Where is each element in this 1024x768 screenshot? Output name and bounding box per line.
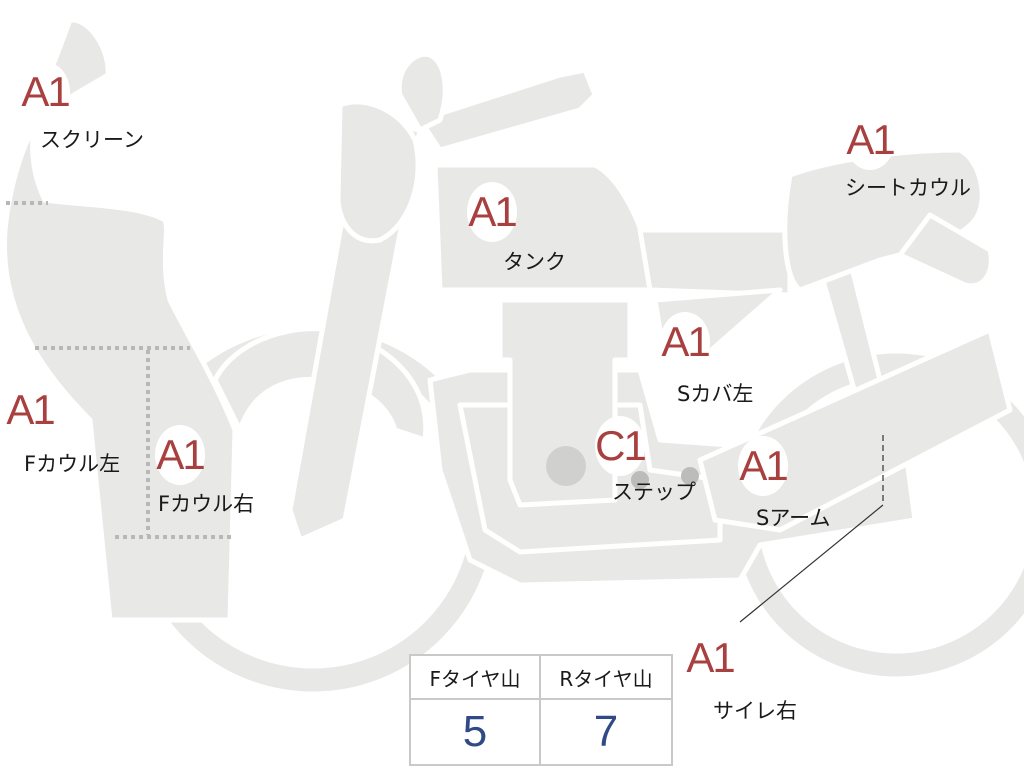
seat-cowl-label: シートカウル — [845, 176, 971, 200]
step-peg — [631, 471, 649, 489]
muffler-right-label: サイレ右 — [713, 699, 797, 723]
tire-tread-table: Fタイヤ山 Rタイヤ山 5 7 — [409, 654, 673, 766]
side-cover-grade: A1 — [660, 312, 711, 372]
handlebar — [417, 67, 598, 153]
tank-label: タンク — [503, 250, 566, 274]
swing-arm-label: Sアーム — [756, 506, 831, 530]
screen-label: スクリーン — [40, 128, 144, 152]
front-cowl-right-grade: A1 — [155, 425, 206, 485]
swing-arm-grade: A1 — [738, 436, 789, 496]
front-tread-header: Fタイヤ山 — [411, 656, 541, 700]
engine-cover — [546, 446, 586, 486]
step-label: ステップ — [612, 480, 696, 504]
rear-tread-header: Rタイヤ山 — [541, 656, 671, 700]
tank-grade: A1 — [467, 182, 518, 242]
front-cowl-right-label: Fカウル右 — [158, 492, 255, 516]
headlight — [335, 99, 421, 244]
mirror — [396, 51, 448, 133]
front-cowl-left-grade: A1 — [5, 380, 56, 440]
front-tread-value: 5 — [411, 700, 541, 764]
seat — [637, 227, 793, 298]
seat-cowl-grade: A1 — [845, 110, 896, 170]
step-grade: C1 — [595, 416, 647, 476]
screen-grade: A1 — [20, 62, 71, 122]
tail-light — [897, 212, 994, 289]
step-peg-rear — [681, 467, 699, 485]
muffler-leader — [739, 504, 884, 623]
front-cowl-left-label: Fカウル左 — [24, 452, 121, 476]
muffler-right-grade: A1 — [685, 628, 736, 688]
rear-tread-value: 7 — [593, 707, 619, 756]
side-cover-label: Sカバ左 — [677, 382, 754, 406]
